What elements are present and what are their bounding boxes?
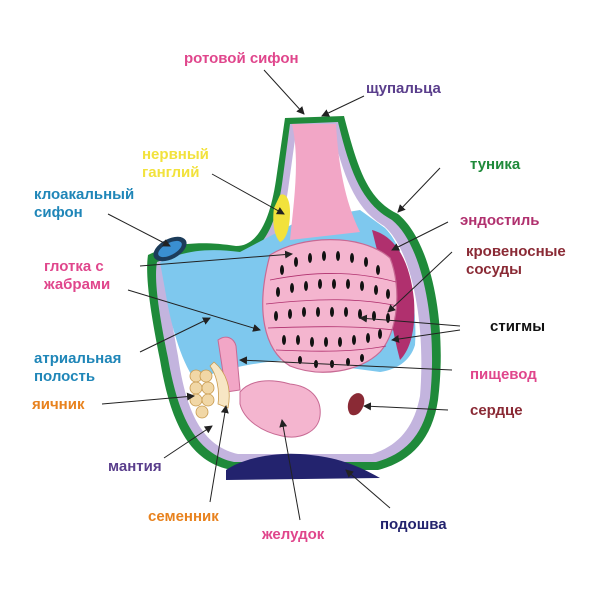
- label-tunic: туника: [470, 156, 521, 173]
- nerve-ganglion-body: [273, 194, 290, 242]
- label-stomach: желудок: [262, 526, 325, 543]
- label-mantle: мантия: [108, 458, 162, 475]
- label-ovary: яичник: [32, 396, 85, 413]
- pointer-lines: [101, 69, 461, 521]
- stigmata-slits: [274, 251, 390, 368]
- label-sole: подошва: [380, 516, 447, 533]
- label-testis: семенник: [148, 508, 219, 525]
- label-pharynx: глотка с жабрами: [44, 258, 111, 293]
- stomach-body: [239, 380, 321, 438]
- ovary-body: [189, 369, 215, 419]
- oral-siphon-tube: [290, 124, 360, 240]
- label-oral-siphon: ротовой сифон: [184, 50, 299, 67]
- label-stigmata: стигмы: [490, 318, 546, 335]
- heart-body: [347, 393, 365, 416]
- blood-vessel-lines: [265, 273, 399, 352]
- label-heart: сердце: [470, 402, 523, 419]
- sole-base: [226, 453, 380, 480]
- label-tentacles: щупальца: [366, 80, 441, 97]
- label-esophagus: пищевод: [470, 366, 537, 383]
- label-nerve-ganglion: нервный ганглий: [142, 146, 209, 181]
- label-blood-vessels: кровеносные сосуды: [466, 243, 566, 278]
- label-endostyle: эндостиль: [460, 212, 540, 229]
- testis-body: [209, 361, 230, 409]
- label-cloacal-siphon: клоакальный сифон: [34, 186, 135, 221]
- pharynx-basket: [262, 239, 398, 373]
- label-atrial-cavity: атриальная полость: [34, 350, 122, 385]
- esophagus-tube: [217, 336, 241, 393]
